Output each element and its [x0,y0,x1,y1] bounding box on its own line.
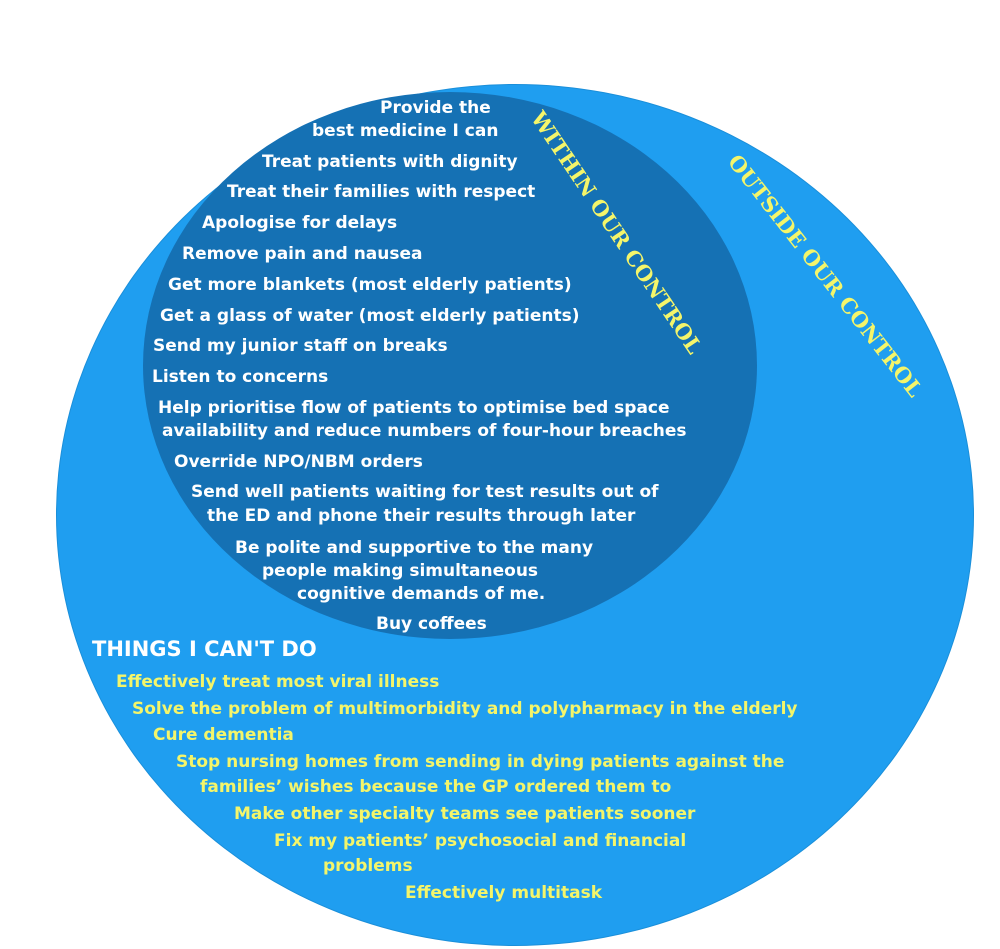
within-control-circle [143,92,757,639]
within-item: Send my junior staff on breaks [153,336,448,356]
within-item: Listen to concerns [152,367,329,387]
cant-do-item: Effectively treat most viral illness [116,672,440,692]
within-item: people making simultaneous [262,561,539,581]
within-item: best medicine I can [312,121,499,141]
within-item: the ED and phone their results through l… [207,506,636,526]
cant-do-item: Cure dementia [153,725,294,745]
within-item: cognitive demands of me. [297,584,546,604]
within-item: Provide the [380,98,491,118]
cant-do-heading: THINGS I CAN'T DO [92,637,317,661]
within-item: Buy coffees [376,614,487,634]
cant-do-item: Stop nursing homes from sending in dying… [176,752,785,772]
cant-do-item: Make other specialty teams see patients … [234,804,696,824]
cant-do-item: Fix my patients’ psychosocial and financ… [274,831,687,851]
within-item: Get more blankets (most elderly patients… [168,275,572,295]
within-item: Override NPO/NBM orders [174,452,423,472]
within-item: availability and reduce numbers of four-… [162,421,687,441]
cant-do-item: problems [323,856,413,876]
within-item: Send well patients waiting for test resu… [191,482,659,502]
cant-do-item: Effectively multitask [405,883,603,903]
within-item: Be polite and supportive to the many [235,538,594,558]
within-item: Help prioritise flow of patients to opti… [158,398,670,418]
cant-do-item: Solve the problem of multimorbidity and … [132,699,798,719]
within-item: Treat patients with dignity [262,152,518,172]
within-item: Get a glass of water (most elderly patie… [160,306,580,326]
within-item: Remove pain and nausea [182,244,423,264]
within-item: Treat their families with respect [227,182,536,202]
within-item: Apologise for delays [202,213,398,233]
cant-do-item: families’ wishes because the GP ordered … [200,777,672,797]
